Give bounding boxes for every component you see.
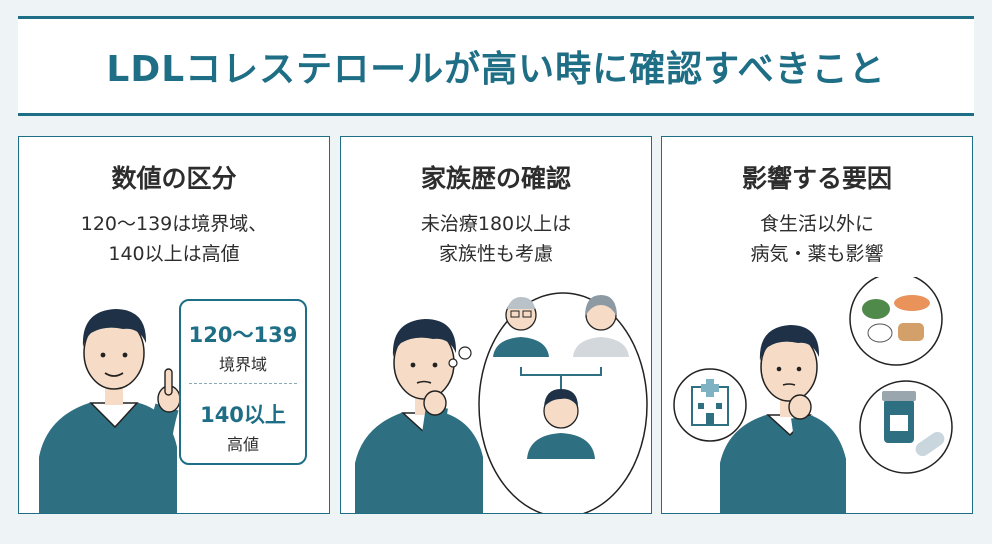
- title-banner: LDLコレステロールが高い時に確認すべきこと: [18, 16, 974, 116]
- panel-description-line: 120～139は境界域、: [80, 213, 268, 235]
- thinking-man-icon: [355, 319, 483, 513]
- panel-illustration: [673, 277, 953, 513]
- grandmother-icon: [573, 295, 629, 357]
- panel-description: 未治療180以上は 家族性も考慮: [341, 209, 651, 269]
- page-title: LDLコレステロールが高い時に確認すべきこと: [106, 49, 886, 90]
- value-range-box: 120～139 境界域 140以上 高値: [179, 299, 307, 465]
- box-divider: [189, 383, 297, 384]
- medicine-icon: [859, 380, 953, 474]
- grandfather-icon: [493, 297, 549, 357]
- borderline-value: 120～139: [188, 323, 298, 347]
- panel-title: 影響する要因: [741, 164, 892, 193]
- panel-illustration: [355, 292, 648, 513]
- family-tree-icon: [478, 292, 648, 513]
- man-pointing-icon: [39, 309, 181, 513]
- panel-description-line: 未治療180以上は: [420, 213, 572, 235]
- panel-description-line: 病気・薬も影響: [750, 243, 884, 265]
- panel-title: 数値の区分: [111, 164, 237, 193]
- panel-description: 120～139は境界域、 140以上は高値: [19, 209, 329, 269]
- son-icon: [527, 389, 595, 459]
- high-value: 140以上: [200, 403, 286, 427]
- panel-influencing-factors: 影響する要因 食生活以外に 病気・薬も影響: [661, 136, 973, 514]
- panel-description-line: 食生活以外に: [759, 213, 874, 235]
- panel-description-line: 140以上は高値: [108, 243, 240, 265]
- panel-title: 家族歴の確認: [420, 164, 571, 193]
- panel-description: 食生活以外に 病気・薬も影響: [662, 209, 972, 269]
- hospital-icon: [673, 368, 747, 442]
- panel-numeric-classification: 数値の区分 120～139は境界域、 140以上は高値 120～139 境界域 …: [18, 136, 330, 514]
- panel-description-line: 家族性も考慮: [438, 243, 553, 265]
- food-icon: [849, 277, 943, 366]
- high-label: 高値: [226, 435, 259, 454]
- panel-family-history: 家族歴の確認 未治療180以上は 家族性も考慮: [340, 136, 652, 514]
- thinking-man-icon: [720, 325, 846, 513]
- borderline-label: 境界域: [218, 355, 267, 374]
